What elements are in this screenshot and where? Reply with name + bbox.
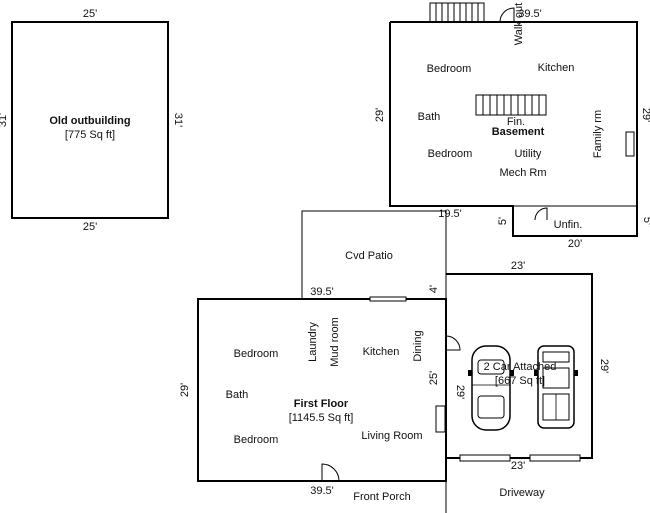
basement-mech-rm: Mech Rm bbox=[499, 167, 546, 179]
first-floor: 29' 39.5' 25' Bedroom Laundry Mud room K… bbox=[179, 296, 461, 503]
basement-walkout-label: Walk out bbox=[513, 3, 525, 45]
car-icon-right bbox=[534, 345, 578, 429]
first-floor-dim-left: 29' bbox=[179, 383, 191, 397]
car-icon-left bbox=[468, 345, 514, 431]
basement-walkout-door bbox=[499, 7, 515, 23]
basement-walls bbox=[389, 21, 638, 237]
basement-bedroom-2: Bedroom bbox=[428, 148, 473, 160]
first-floor-mud-room: Mud room bbox=[329, 317, 341, 367]
basement-wall-box bbox=[625, 131, 635, 157]
outbuilding-dim-bottom: 25' bbox=[83, 221, 97, 233]
garage-dim-top: 23' bbox=[511, 260, 525, 272]
garage-area: [667 Sq ft] bbox=[495, 375, 545, 387]
first-floor-area: [1145.5 Sq ft] bbox=[289, 412, 354, 424]
first-floor-bedroom-1: Bedroom bbox=[234, 348, 279, 360]
garage-walls bbox=[446, 273, 593, 459]
outbuilding-title: Old outbuilding bbox=[49, 115, 130, 127]
front-porch-label: Front Porch bbox=[353, 491, 410, 503]
first-floor-fireplace bbox=[435, 405, 446, 433]
basement-dim-bottom-left: 19.5' bbox=[438, 208, 462, 220]
basement-utility: Utility bbox=[515, 148, 542, 160]
patio-dim-right: 4' bbox=[428, 285, 440, 293]
basement-bath: Bath bbox=[418, 111, 441, 123]
garage-dim-bottom: 23' bbox=[511, 460, 525, 472]
basement-family-rm: Family rm bbox=[592, 110, 604, 158]
covered-patio: Cvd Patio 39.5' 4' bbox=[301, 210, 447, 299]
basement-dim-top: 39.5' bbox=[518, 8, 542, 20]
garage-dim-right: 29' bbox=[598, 359, 610, 373]
first-floor-living-room: Living Room bbox=[361, 430, 422, 442]
garage-door-right bbox=[529, 454, 581, 462]
first-floor-kitchen: Kitchen bbox=[363, 346, 400, 358]
first-floor-bath: Bath bbox=[226, 389, 249, 401]
first-floor-bedroom-2: Bedroom bbox=[234, 434, 279, 446]
first-floor-dim-bottom: 39.5' bbox=[310, 485, 334, 497]
basement-dim-bottom-right: 20' bbox=[568, 238, 582, 250]
garage-title: 2 Car Attached bbox=[484, 361, 557, 373]
basement: 39.5' 29' 29' 19.5' 20' 5' 5' Walk out B… bbox=[374, 2, 650, 250]
basement-unfin: Unfin. bbox=[554, 219, 583, 231]
patio-label: Cvd Patio bbox=[345, 250, 393, 262]
patio-outline bbox=[301, 210, 447, 299]
patio-dim-bottom: 39.5' bbox=[310, 286, 334, 298]
basement-dim-step-right: 5' bbox=[641, 217, 650, 225]
outbuilding-walls bbox=[11, 21, 169, 219]
first-floor-laundry: Laundry bbox=[307, 322, 319, 362]
basement-dim-left: 29' bbox=[374, 108, 386, 122]
basement-dim-step-left: 5' bbox=[497, 217, 509, 225]
basement-kitchen: Kitchen bbox=[538, 62, 575, 74]
basement-dim-right: 29' bbox=[640, 108, 650, 122]
basement-title: Basement bbox=[492, 126, 545, 138]
basement-unfin-door bbox=[534, 207, 548, 221]
basement-walkout-stairs bbox=[429, 2, 485, 23]
outbuilding: 25' 25' 31' 31' Old outbuilding [775 Sq … bbox=[0, 8, 184, 233]
outbuilding-dim-top: 25' bbox=[83, 8, 97, 20]
basement-bedroom-1: Bedroom bbox=[427, 63, 472, 75]
garage-dim-left: 29' bbox=[454, 385, 466, 399]
outbuilding-dim-left: 31' bbox=[0, 113, 9, 127]
basement-fin: Fin. bbox=[507, 116, 525, 128]
first-floor-title: First Floor bbox=[294, 398, 349, 410]
first-floor-dining: Dining bbox=[412, 330, 424, 361]
driveway-label: Driveway bbox=[499, 487, 545, 499]
garage: 23' 23' 29' 29' 2 Car Attached [667 Sq f… bbox=[445, 260, 610, 513]
first-floor-front-door bbox=[321, 463, 340, 482]
basement-interior-stairs bbox=[475, 94, 547, 116]
outbuilding-dim-right: 31' bbox=[172, 113, 184, 127]
first-floor-patio-door bbox=[369, 296, 407, 302]
first-floor-dim-right: 25' bbox=[428, 371, 440, 385]
outbuilding-area: [775 Sq ft] bbox=[65, 129, 115, 141]
first-floor-garage-door bbox=[445, 335, 461, 351]
garage-door-left bbox=[459, 454, 511, 462]
